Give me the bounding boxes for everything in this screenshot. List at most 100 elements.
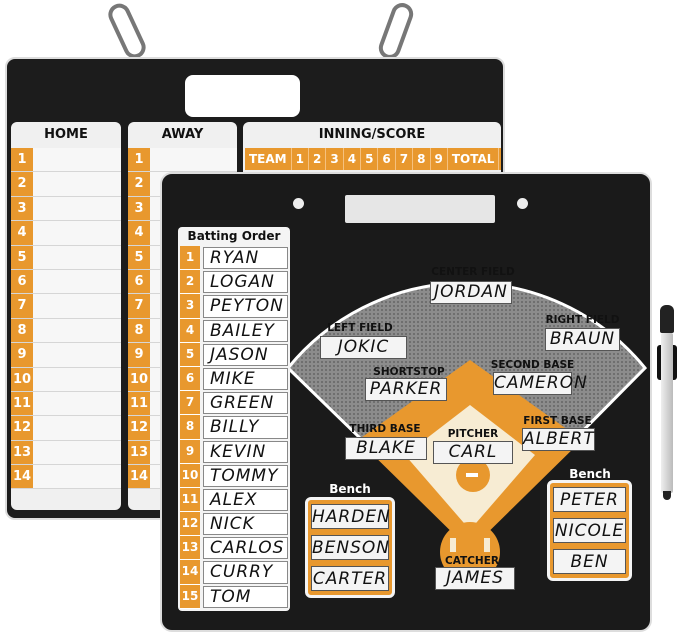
batting-number: 13 (180, 536, 200, 561)
row-number: 3 (11, 196, 33, 221)
bench-player-name[interactable]: NICOLE (553, 518, 626, 543)
first-base-name[interactable]: ALBERT (522, 428, 595, 451)
hole-left (293, 198, 304, 209)
batter-name[interactable]: BAILEY (203, 319, 288, 342)
row-number: 2 (128, 172, 150, 196)
score-header: 5 (361, 148, 379, 170)
write-area[interactable] (33, 221, 121, 245)
batter-name[interactable]: TOM (203, 585, 288, 608)
center-field-label: CENTER FIELD (431, 266, 515, 278)
third-base-name[interactable]: BLAKE (345, 437, 427, 460)
catcher-name[interactable]: JAMES (435, 567, 515, 590)
write-area[interactable] (33, 440, 121, 465)
shortstop-name[interactable]: PARKER (365, 378, 447, 401)
batter-name[interactable]: BILLY (203, 416, 288, 439)
write-area[interactable] (33, 294, 121, 318)
row-number: 14 (11, 465, 33, 489)
batting-number: 6 (180, 366, 200, 392)
bench-player-name[interactable]: BENSON (311, 535, 389, 560)
write-area[interactable] (33, 318, 121, 343)
batter-name[interactable]: MIKE (203, 367, 288, 391)
row-number: 7 (128, 294, 150, 318)
row-number: 1 (11, 148, 33, 172)
batting-number: 7 (180, 391, 200, 416)
write-area[interactable] (33, 245, 121, 269)
left-field-name[interactable]: JOKIC (320, 336, 407, 359)
batter-name[interactable]: KEVIN (203, 440, 288, 463)
row-number: 13 (128, 440, 150, 465)
row-number: 12 (128, 416, 150, 440)
left-field-label: LEFT FIELD (327, 322, 393, 334)
bench-left-label: Bench (329, 482, 371, 496)
batter-name[interactable]: JASON (203, 343, 288, 366)
batter-name[interactable]: ALEX (203, 488, 288, 512)
write-area[interactable] (33, 465, 121, 489)
batter-name[interactable]: GREEN (203, 392, 288, 415)
batter-name[interactable]: CARLOS (203, 537, 288, 560)
pitcher-label: PITCHER (447, 428, 499, 440)
row-number: 9 (11, 343, 33, 367)
batting-number: 10 (180, 463, 200, 488)
bench-left: HARDEN BENSON CARTER (305, 497, 395, 598)
batter-name[interactable]: NICK (203, 513, 288, 536)
score-header: 1 (292, 148, 309, 170)
third-base-label: THIRD BASE (349, 423, 421, 435)
second-base-name[interactable]: CAMERON (493, 372, 588, 395)
first-base-label: FIRST BASE (523, 415, 592, 427)
bench-player-name[interactable]: HARDEN (311, 504, 390, 529)
row-number: 3 (128, 196, 150, 221)
batting-number: 1 (180, 246, 200, 271)
batter-name[interactable]: CURRY (203, 561, 288, 584)
write-area[interactable] (33, 172, 121, 196)
row-number: 11 (11, 391, 33, 416)
catcher-label: CATCHER (445, 555, 499, 567)
score-header: 6 (378, 148, 396, 170)
bench-right-label: Bench (569, 467, 611, 481)
row-number: 2 (11, 172, 33, 196)
home-heading: HOME (44, 127, 88, 142)
write-area[interactable] (33, 416, 121, 440)
dry-erase-marker[interactable] (657, 305, 677, 500)
right-field-name[interactable]: BRAUN (545, 328, 620, 351)
front-slot (345, 195, 495, 223)
batter-name[interactable]: TOMMY (203, 464, 288, 487)
batting-number: 8 (180, 415, 200, 440)
pitcher-name[interactable]: CARL (433, 441, 513, 464)
batter-name[interactable]: PEYTON (203, 295, 288, 318)
batter-name[interactable]: LOGAN (203, 271, 288, 294)
write-area[interactable] (150, 148, 237, 172)
center-field-name[interactable]: JORDAN (430, 281, 512, 304)
scorebook-row: 4 (11, 221, 121, 246)
write-area[interactable] (33, 367, 121, 391)
scorebook-row: 2 (11, 172, 121, 197)
scorebook-row: 3 (11, 196, 121, 222)
write-area[interactable] (33, 196, 121, 221)
write-area[interactable] (33, 343, 121, 367)
write-area[interactable] (33, 391, 121, 416)
row-number: 5 (128, 245, 150, 269)
bench-player-name[interactable]: BEN (553, 549, 626, 574)
batting-number: 3 (180, 294, 200, 319)
scorebook-row: 11 (11, 391, 121, 417)
batting-number: 12 (180, 512, 200, 537)
row-number: 4 (11, 221, 33, 245)
hole-right (517, 198, 528, 209)
write-area[interactable] (33, 148, 121, 172)
bench-player-name[interactable]: CARTER (311, 566, 389, 591)
batting-number: 11 (180, 487, 200, 513)
write-area[interactable] (33, 269, 121, 294)
shortstop-label: SHORTSTOP (373, 366, 445, 378)
batting-number: 15 (180, 584, 200, 609)
batter-name[interactable]: RYAN (203, 247, 288, 270)
bench-player-name[interactable]: PETER (553, 487, 626, 512)
score-header: 7 (396, 148, 414, 170)
scorebook-row: 12 (11, 416, 121, 441)
